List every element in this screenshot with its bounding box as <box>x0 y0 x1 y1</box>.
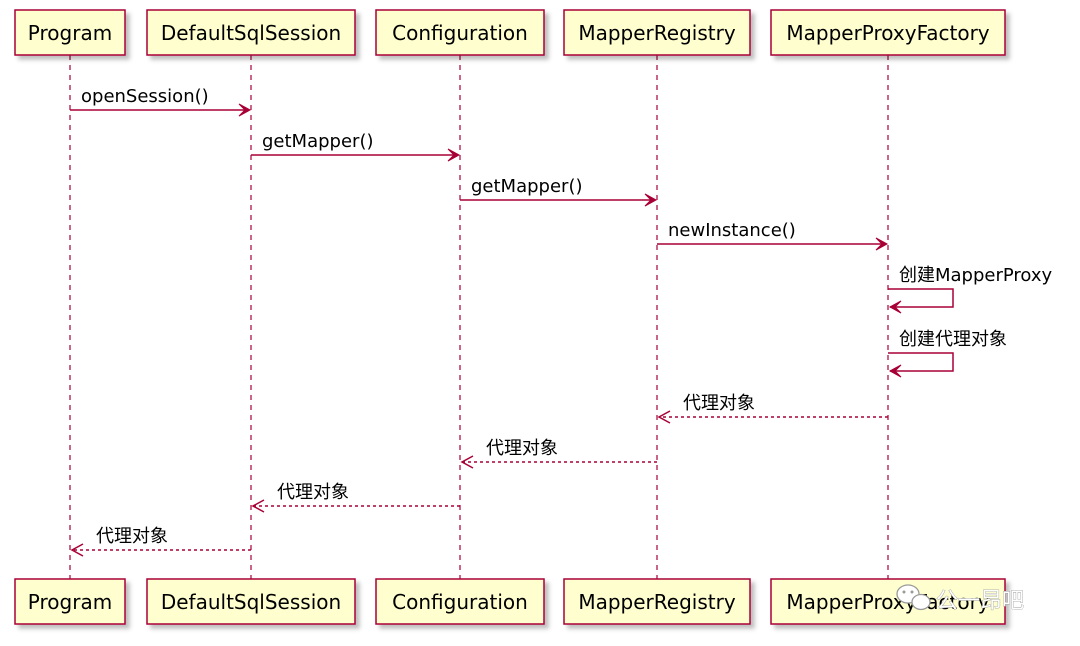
arrow-head <box>251 499 265 513</box>
self-arrow-line <box>888 352 954 372</box>
participant-label: Program <box>28 590 112 614</box>
message-3: getMapper() <box>460 176 658 207</box>
participant-config-bottom: Configuration <box>375 578 545 625</box>
arrow-head <box>238 103 252 117</box>
message-label: newInstance() <box>668 220 796 241</box>
message-label: openSession() <box>81 86 209 107</box>
participant-label: MapperRegistry <box>578 21 735 45</box>
message-label: getMapper() <box>262 131 374 152</box>
message-5: 创建MapperProxy <box>888 265 1053 314</box>
participant-label: Configuration <box>392 21 528 45</box>
participant-config-top: Configuration <box>375 9 545 56</box>
message-label: 代理对象 <box>486 438 558 459</box>
participant-program-top: Program <box>14 9 126 56</box>
participant-factory-bottom: MapperProxyFactory <box>770 578 1006 625</box>
participant-program-bottom: Program <box>14 578 126 625</box>
arrow-head <box>875 237 889 251</box>
arrow-head <box>888 364 902 378</box>
arrow-head <box>657 410 671 424</box>
watermark: 公一昂吧 <box>896 584 1024 614</box>
wechat-icon <box>896 584 931 611</box>
message-label: 代理对象 <box>277 482 349 503</box>
self-arrow-line <box>888 288 954 308</box>
message-label: 代理对象 <box>683 393 755 414</box>
arrow-head <box>644 193 658 207</box>
participant-session-bottom: DefaultSqlSession <box>146 578 356 625</box>
participant-label: MapperProxyFactory <box>786 590 989 614</box>
message-4: newInstance() <box>657 220 889 251</box>
arrow-head <box>460 455 474 469</box>
participant-registry-bottom: MapperRegistry <box>563 578 751 625</box>
message-label: 代理对象 <box>96 526 168 547</box>
message-10: 代理对象 <box>70 526 251 557</box>
message-label: 创建代理对象 <box>899 329 1007 350</box>
participant-label: DefaultSqlSession <box>161 590 341 614</box>
watermark-text: 公一昂吧 <box>936 589 1024 614</box>
participant-factory-top: MapperProxyFactory <box>770 9 1006 56</box>
arrow-head <box>888 300 902 314</box>
message-label: 创建MapperProxy <box>899 265 1053 286</box>
participant-label: MapperProxyFactory <box>786 21 989 45</box>
message-6: 创建代理对象 <box>888 329 1007 378</box>
participant-registry-top: MapperRegistry <box>563 9 751 56</box>
message-2: getMapper() <box>251 131 461 162</box>
message-1: openSession() <box>70 86 252 117</box>
arrow-head <box>70 543 84 557</box>
message-8: 代理对象 <box>460 438 657 469</box>
message-7: 代理对象 <box>657 393 888 424</box>
message-9: 代理对象 <box>251 482 460 513</box>
participant-label: DefaultSqlSession <box>161 21 341 45</box>
arrow-head <box>447 148 461 162</box>
message-label: getMapper() <box>471 176 583 197</box>
participant-label: Program <box>28 21 112 45</box>
participant-session-top: DefaultSqlSession <box>146 9 356 56</box>
participant-label: Configuration <box>392 590 528 614</box>
participant-label: MapperRegistry <box>578 590 735 614</box>
